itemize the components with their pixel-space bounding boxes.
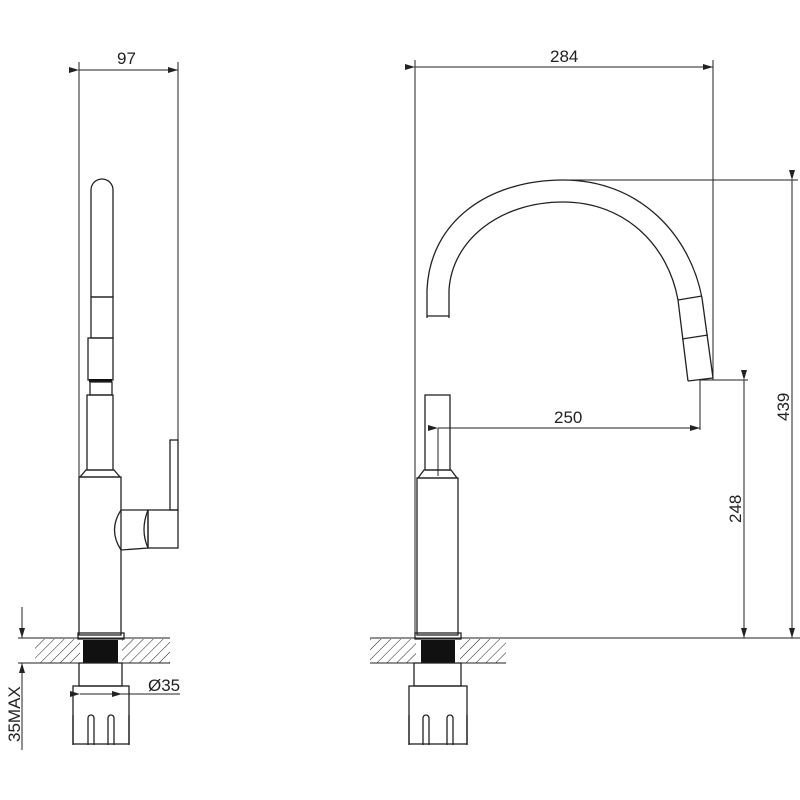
dimension-248: 248 [700,370,748,638]
side-view: Ø35 35MAX 97 [5,49,180,750]
dimension-diameter-35: Ø35 [70,676,180,697]
side-body [78,476,122,636]
deck-thickness-label: 35MAX [5,686,24,742]
front-view: 284 [370,47,800,745]
side-deck [35,632,170,745]
reach-label: 250 [554,408,582,427]
dimension-250: 250 [428,380,701,431]
front-deck [370,632,800,745]
total-height-label: 439 [774,393,793,421]
dimension-439: 439 [563,170,798,638]
side-handle [113,439,179,551]
outlet-height-label: 248 [726,495,745,523]
diameter-label: Ø35 [148,676,180,695]
front-body [416,477,459,636]
front-spout [416,179,714,479]
dimension-284: 284 [405,47,714,638]
dimension-35max: 35MAX [5,607,35,750]
front-width-label: 284 [550,47,578,66]
side-spout [78,178,122,478]
dimension-97 [69,62,179,478]
side-width-label: 97 [117,49,136,68]
